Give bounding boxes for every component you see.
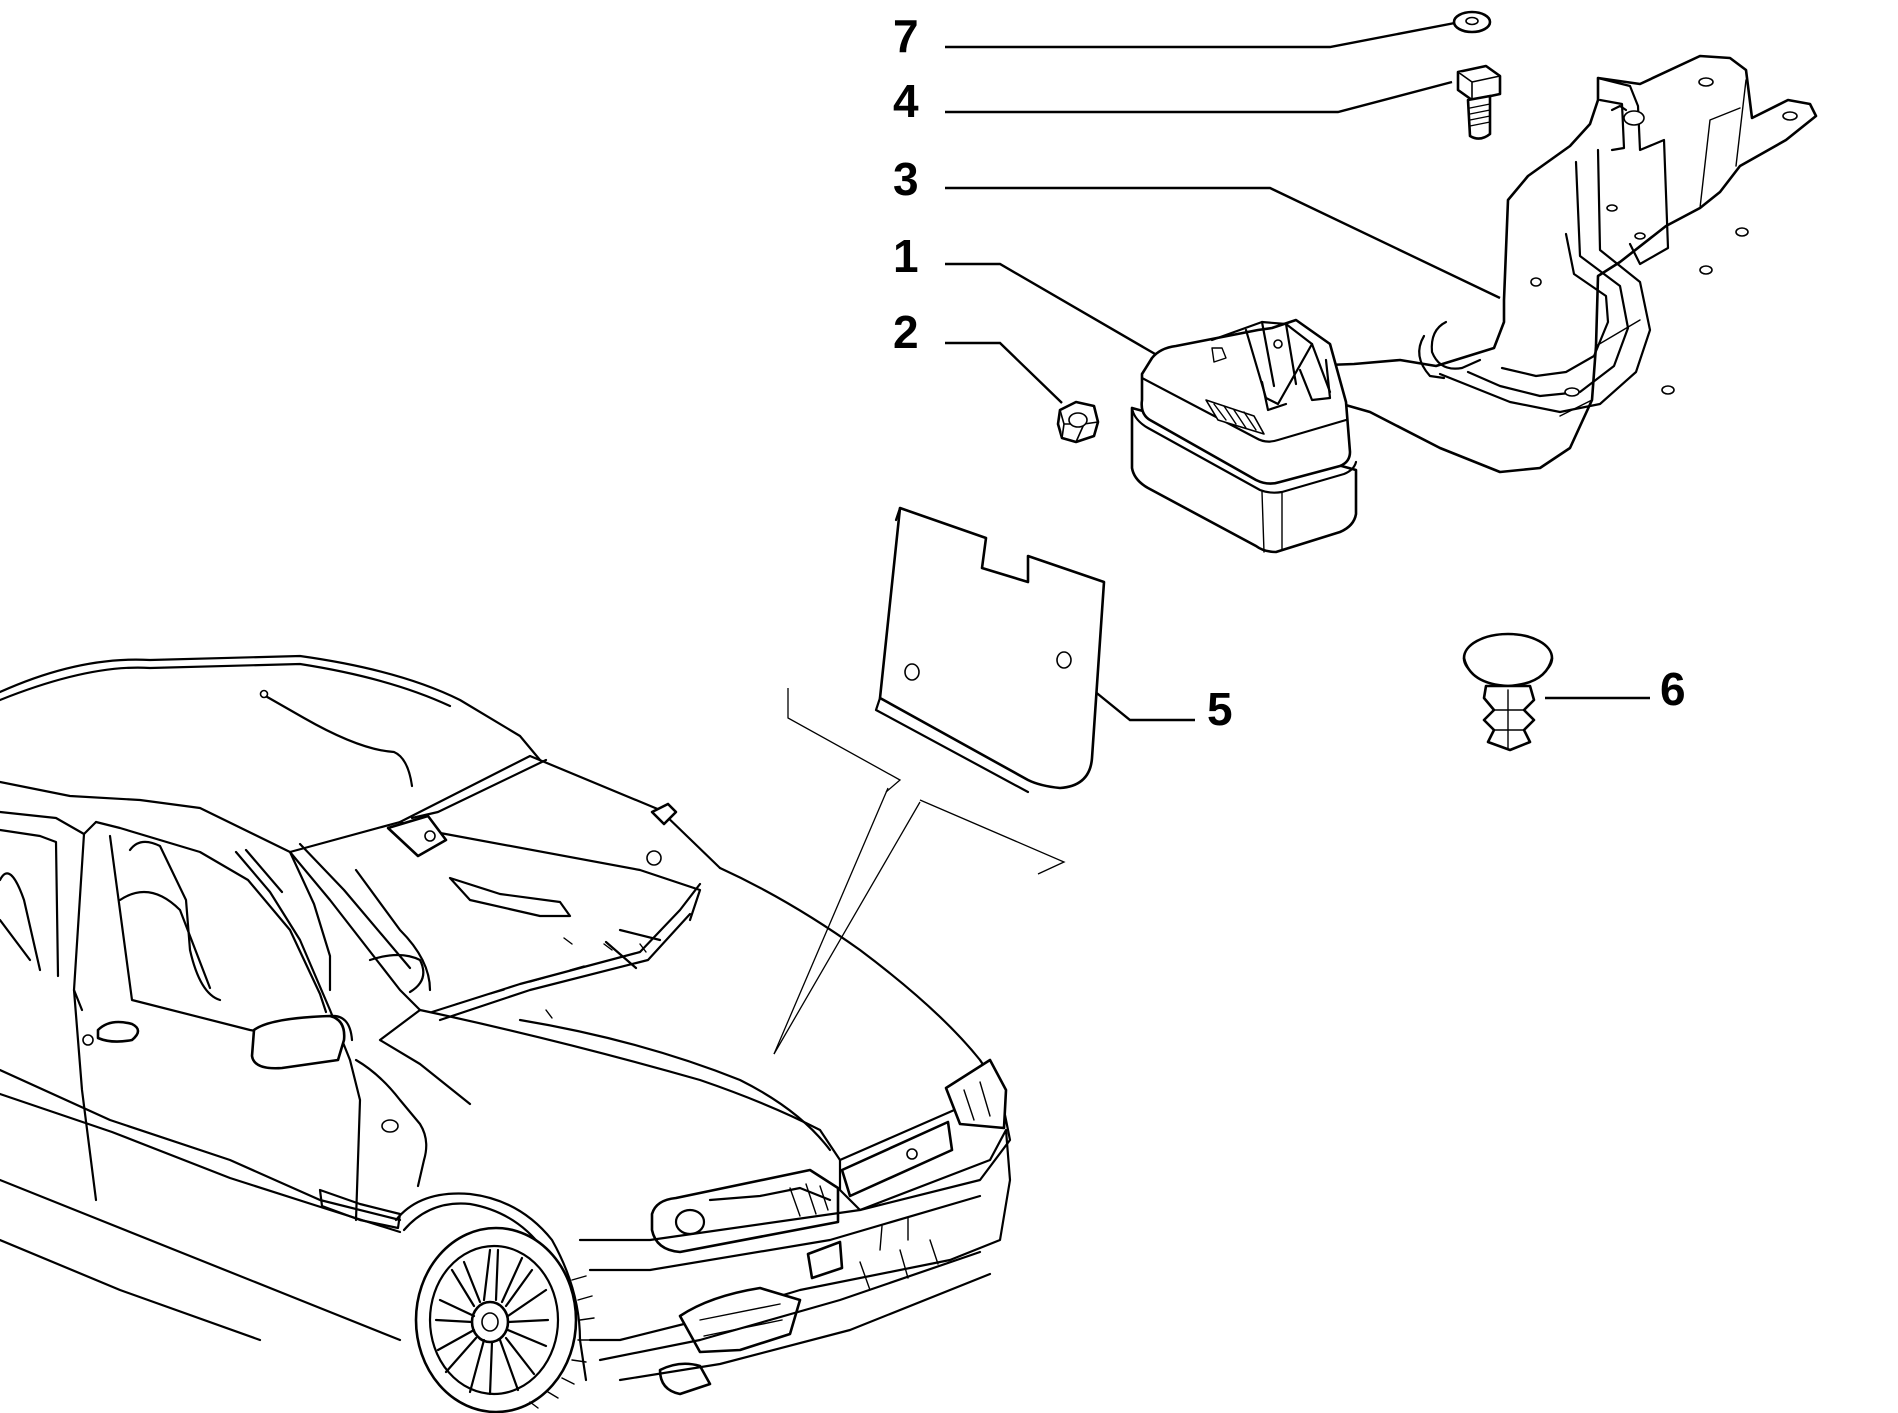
callout-7: 7 — [893, 10, 1461, 62]
mounting-bracket-part — [1284, 54, 1818, 474]
leader-line-7 — [945, 20, 1461, 49]
callout-label-2: 2 — [893, 306, 919, 358]
leader-line-3 — [945, 186, 1501, 300]
control-unit-part — [1130, 318, 1358, 554]
callout-label-7: 7 — [893, 10, 919, 62]
location-pointer — [773, 688, 1066, 1055]
insulating-pad-part — [874, 506, 1106, 794]
callout-6: 6 — [1545, 663, 1686, 715]
callout-label-4: 4 — [893, 75, 919, 127]
hex-nut-part — [1056, 400, 1100, 444]
leader-line-4 — [945, 80, 1453, 114]
callout-label-3: 3 — [893, 153, 919, 205]
callout-label-6: 6 — [1660, 663, 1686, 715]
callout-label-1: 1 — [893, 230, 919, 282]
leader-line-2 — [945, 341, 1063, 404]
bolt-part — [1456, 64, 1502, 140]
leader-line-1 — [945, 262, 1163, 360]
callout-1: 1 — [893, 230, 1163, 360]
callout-label-5: 5 — [1207, 683, 1233, 735]
callout-5: 5 — [1092, 683, 1233, 735]
leader-line-5 — [1092, 689, 1195, 722]
car-icon — [0, 654, 1012, 1413]
callout-4: 4 — [893, 75, 1453, 127]
washer-part — [1452, 10, 1492, 34]
callout-2: 2 — [893, 306, 1063, 404]
callout-3: 3 — [893, 153, 1501, 300]
push-clip-part — [1462, 632, 1554, 752]
